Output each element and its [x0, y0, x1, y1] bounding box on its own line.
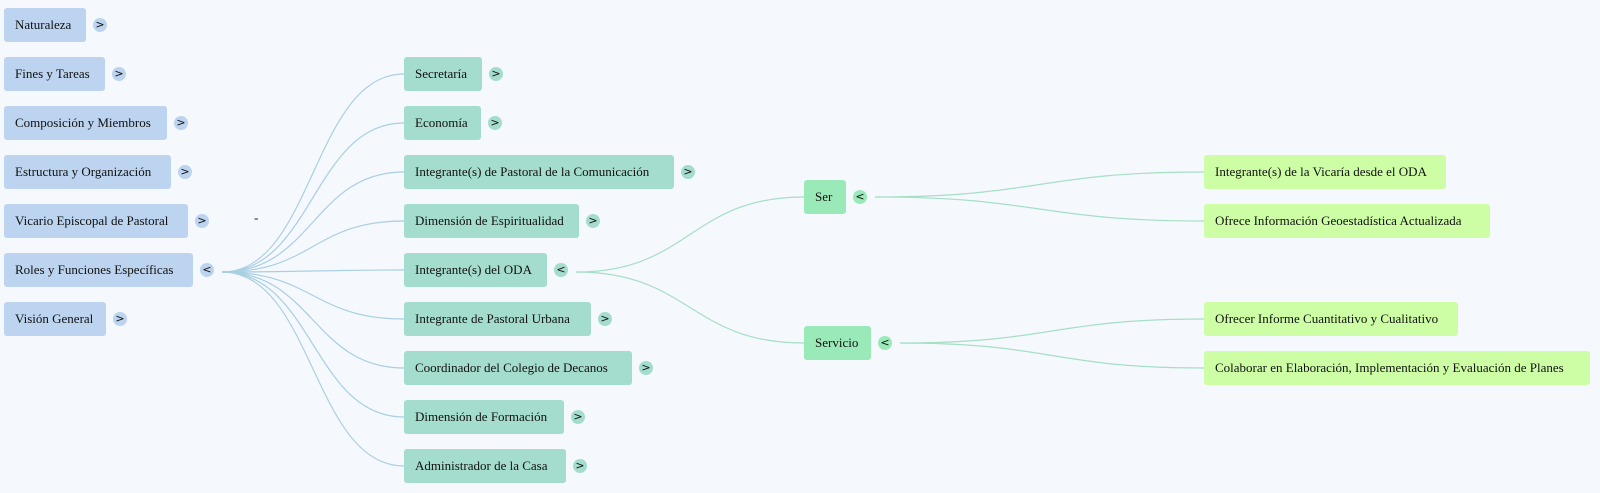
expand-toggle-naturaleza[interactable]: >: [93, 18, 107, 32]
node-integrantes-vicaria-desde-oda[interactable]: Integrante(s) de la Vicaría desde el ODA: [1204, 155, 1446, 189]
expand-toggle-composicion-y-miembros[interactable]: >: [174, 116, 188, 130]
collapse-toggle-servicio[interactable]: <: [878, 336, 892, 350]
node-label: Integrante de Pastoral Urbana: [415, 311, 570, 326]
collapse-toggle-ser[interactable]: <: [853, 190, 867, 204]
connector-l2: [575, 271, 805, 344]
connector-l1: [221, 171, 405, 273]
connector-l2: [575, 196, 805, 273]
node-vicario-episcopal-de-pastoral[interactable]: Vicario Episcopal de Pastoral: [4, 204, 188, 238]
connector-l3: [899, 342, 1205, 369]
node-label: Composición y Miembros: [15, 115, 151, 130]
node-label: Administrador de la Casa: [415, 458, 548, 473]
node-label: Integrante(s) de la Vicaría desde el ODA: [1215, 164, 1427, 179]
node-dimension-de-formacion[interactable]: Dimensión de Formación: [404, 400, 564, 434]
node-administrador-de-la-casa[interactable]: Administrador de la Casa: [404, 449, 566, 483]
node-pastoral-urbana[interactable]: Integrante de Pastoral Urbana: [404, 302, 591, 336]
connector-l1: [221, 73, 405, 273]
node-composicion-y-miembros[interactable]: Composición y Miembros: [4, 106, 167, 140]
node-integrantes-del-oda[interactable]: Integrante(s) del ODA: [404, 253, 547, 287]
connector-l3: [874, 171, 1205, 198]
connector-l1: [221, 271, 405, 369]
connector-l1: [221, 271, 405, 320]
node-label: Colaborar en Elaboración, Implementación…: [1215, 360, 1564, 375]
node-label: Secretaría: [415, 66, 467, 81]
expand-toggle-estructura-y-organizacion[interactable]: >: [178, 165, 192, 179]
node-roles-y-funciones-especificas[interactable]: Roles y Funciones Específicas: [4, 253, 193, 287]
node-servicio[interactable]: Servicio: [804, 326, 871, 360]
connector-l1: [221, 269, 405, 273]
node-naturaleza[interactable]: Naturaleza: [4, 8, 86, 42]
expand-toggle-pastoral-urbana[interactable]: >: [598, 312, 612, 326]
node-vision-general[interactable]: Visión General: [4, 302, 106, 336]
node-economia[interactable]: Economía: [404, 106, 481, 140]
node-label: Fines y Tareas: [15, 66, 90, 81]
node-fines-y-tareas[interactable]: Fines y Tareas: [4, 57, 105, 91]
connector-l1: [221, 220, 405, 273]
node-colaborar-elaboracion-planes[interactable]: Colaborar en Elaboración, Implementación…: [1204, 351, 1590, 385]
connector-l1: [221, 271, 405, 467]
expand-toggle-formacion[interactable]: >: [571, 410, 585, 424]
node-informe-cuantitativo-cualitativo[interactable]: Ofrecer Informe Cuantitativo y Cualitati…: [1204, 302, 1458, 336]
node-secretaria[interactable]: Secretaría: [404, 57, 482, 91]
node-label: Ofrece Información Geoestadística Actual…: [1215, 213, 1462, 228]
node-label: Naturaleza: [15, 17, 72, 32]
node-label: Dimensión de Espiritualidad: [415, 213, 564, 228]
connector-l3: [899, 318, 1205, 344]
expand-toggle-colegio-decanos[interactable]: >: [639, 361, 653, 375]
collapse-toggle-roles-y-funciones[interactable]: <: [200, 263, 214, 277]
expand-toggle-pastoral-comunicacion[interactable]: >: [681, 165, 695, 179]
node-label: Estructura y Organización: [15, 164, 152, 179]
collapse-toggle-integrantes-oda[interactable]: <: [554, 263, 568, 277]
node-pastoral-de-la-comunicacion[interactable]: Integrante(s) de Pastoral de la Comunica…: [404, 155, 674, 189]
root-label: -: [254, 210, 259, 225]
node-label: Vicario Episcopal de Pastoral: [15, 213, 169, 228]
node-label: Ser: [815, 189, 833, 204]
connector-l1: [221, 271, 405, 418]
expand-toggle-vision-general[interactable]: >: [113, 312, 127, 326]
node-label: Ofrecer Informe Cuantitativo y Cualitati…: [1215, 311, 1439, 326]
expand-toggle-espiritualidad[interactable]: >: [586, 214, 600, 228]
node-label: Visión General: [15, 311, 94, 326]
node-coordinador-colegio-decanos[interactable]: Coordinador del Colegio de Decanos: [404, 351, 632, 385]
node-label: Dimensión de Formación: [415, 409, 548, 424]
node-label: Roles y Funciones Específicas: [15, 262, 174, 277]
node-label: Integrante(s) del ODA: [415, 262, 532, 277]
node-label: Economía: [415, 115, 468, 130]
expand-toggle-secretaria[interactable]: >: [489, 67, 503, 81]
node-label: Servicio: [815, 335, 859, 350]
node-label: Coordinador del Colegio de Decanos: [415, 360, 608, 375]
node-ser[interactable]: Ser: [804, 180, 846, 214]
node-dimension-de-espiritualidad[interactable]: Dimensión de Espiritualidad: [404, 204, 579, 238]
expand-toggle-vicario-episcopal[interactable]: >: [195, 214, 209, 228]
node-informacion-geoestadistica[interactable]: Ofrece Información Geoestadística Actual…: [1204, 204, 1490, 238]
connector-l1: [221, 122, 405, 273]
expand-toggle-administrador[interactable]: >: [573, 459, 587, 473]
connector-l3: [874, 196, 1205, 222]
expand-toggle-fines-y-tareas[interactable]: >: [112, 67, 126, 81]
node-label: Integrante(s) de Pastoral de la Comunica…: [415, 164, 650, 179]
node-estructura-y-organizacion[interactable]: Estructura y Organización: [4, 155, 171, 189]
expand-toggle-economia[interactable]: >: [488, 116, 502, 130]
